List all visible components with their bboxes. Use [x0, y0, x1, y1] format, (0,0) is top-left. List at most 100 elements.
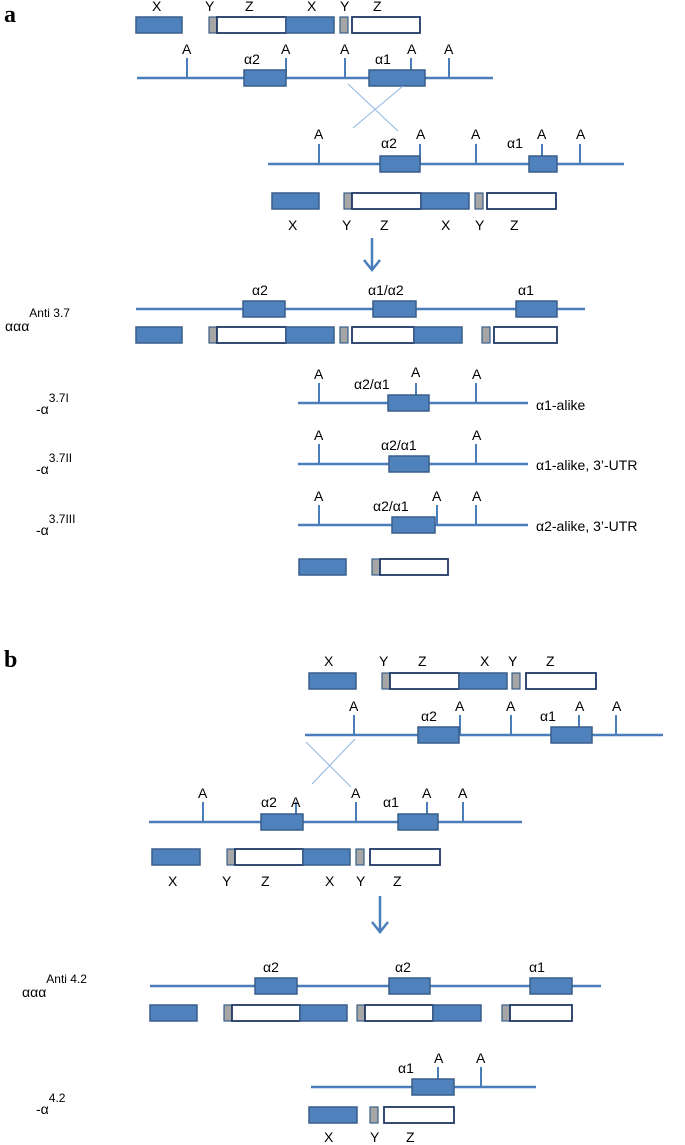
site-a-label: A — [472, 427, 482, 443]
label-x: X — [325, 873, 335, 889]
site-a-label: A — [340, 41, 350, 57]
site-a-label: A — [314, 366, 324, 382]
gene-alpha2-alpha1-label: α2/α1 — [381, 437, 417, 453]
gene-alpha1 — [397, 813, 439, 831]
gene-alpha1 — [515, 300, 558, 318]
panel-b-chromosome-2: A A A A A α2 α1 — [149, 785, 522, 831]
site-a-label: A — [575, 698, 585, 714]
gene-alpha1 — [550, 726, 593, 744]
label-y: Y — [475, 217, 485, 233]
gene-alpha2 — [388, 977, 431, 995]
site-a-label: A — [291, 794, 301, 810]
label-z: Z — [380, 217, 389, 233]
gene-alpha1 — [528, 155, 558, 173]
allele-del-3-7-ii-description: α1-alike, 3’-UTR — [536, 457, 637, 473]
segment-y-box — [339, 326, 349, 344]
gene-alpha2-alpha1-hybrid — [391, 516, 436, 534]
segment-z-box — [364, 1004, 434, 1022]
segment-y-box — [501, 1004, 511, 1022]
segment-y-box — [223, 1004, 233, 1022]
segment-z-box — [351, 192, 422, 210]
label-z: Z — [261, 873, 270, 889]
gene-alpha2 — [242, 300, 286, 318]
label-x: X — [152, 0, 162, 14]
label-x: X — [324, 653, 334, 669]
panel-a-bottom-segments — [298, 558, 449, 576]
gene-alpha2 — [243, 69, 287, 87]
label-y: Y — [356, 873, 366, 889]
label-y: Y — [222, 873, 232, 889]
gene-alpha2-alpha1-label: α2/α1 — [373, 498, 409, 514]
label-z: Z — [546, 653, 555, 669]
label-y: Y — [379, 653, 389, 669]
panel-a-top-segments: X Y Z X Y Z — [135, 0, 421, 34]
segment-x-box — [432, 1004, 482, 1022]
panel-b-chromosome-1: A A A A A α2 α1 — [305, 698, 663, 744]
label-x: X — [168, 873, 178, 889]
label-y: Y — [342, 217, 352, 233]
segment-x-box — [420, 192, 470, 210]
site-a-label: A — [411, 364, 421, 380]
gene-alpha2-label: α2 — [395, 959, 411, 975]
gene-alpha1-label: α1 — [540, 708, 556, 724]
site-a-label: A — [576, 126, 586, 142]
site-a-label: A — [349, 698, 359, 714]
site-a-label: A — [351, 785, 361, 801]
gene-alpha2 — [417, 726, 460, 744]
segment-z-box — [231, 1004, 301, 1022]
segment-y-box — [371, 558, 381, 576]
gene-alpha2-label: α2 — [252, 282, 268, 298]
site-a-label: A — [458, 785, 468, 801]
site-a-label: A — [472, 488, 482, 504]
panel-a-middle-segments: X Y Z X Y Z — [271, 192, 557, 233]
gene-alpha1-alpha2-hybrid — [372, 300, 417, 318]
gene-alpha1-label: α1 — [383, 794, 399, 810]
segment-x-box — [458, 672, 508, 690]
segment-z-box — [486, 192, 557, 210]
allele-del-4-2-label: -α4.2 — [36, 1091, 66, 1117]
segment-x-box — [151, 848, 201, 866]
label-y: Y — [205, 0, 215, 14]
segment-y-box — [369, 1106, 379, 1124]
label-x: X — [441, 217, 451, 233]
panel-b-label: b — [4, 647, 17, 673]
panel-a-label: a — [4, 2, 16, 28]
segment-y-box — [208, 16, 218, 34]
site-a-label: A — [506, 698, 516, 714]
allele-anti-3-7-label: αααAnti 3.7 — [5, 306, 70, 334]
label-x: X — [324, 1129, 334, 1145]
segment-x-box — [285, 16, 335, 34]
segment-y-box — [481, 326, 491, 344]
gene-alpha1-label: α1 — [518, 282, 534, 298]
segment-x-box — [302, 848, 351, 866]
segment-y-box — [339, 16, 349, 34]
gene-alpha2-label: α2 — [421, 708, 437, 724]
crossover-line — [305, 741, 352, 788]
segment-z-box — [234, 848, 304, 866]
panel-b-top-segments: X Y Z X Y Z — [308, 653, 597, 690]
segment-x-box — [308, 1106, 358, 1124]
site-a-label: A — [455, 698, 465, 714]
site-a-label: A — [422, 785, 432, 801]
gene-alpha2-label: α2 — [261, 794, 277, 810]
label-z: Z — [510, 217, 519, 233]
gene-alpha1-label: α1 — [507, 135, 523, 151]
segment-y-box — [511, 672, 521, 690]
segment-y-box — [356, 1004, 366, 1022]
site-a-label: A — [416, 126, 426, 142]
segment-y-box — [355, 848, 365, 866]
segment-z-box — [216, 326, 287, 344]
label-y: Y — [370, 1129, 380, 1145]
segment-x-box — [413, 326, 463, 344]
gene-alpha2-label: α2 — [244, 51, 260, 67]
segment-z-box — [525, 672, 597, 690]
site-a-label: A — [444, 41, 454, 57]
gene-alpha1 — [368, 69, 426, 87]
site-a-label: A — [472, 366, 482, 382]
label-z: Z — [393, 873, 402, 889]
segment-x-box — [298, 558, 347, 576]
gene-alpha1 — [411, 1078, 455, 1096]
segment-x-box — [135, 326, 183, 344]
label-x: X — [480, 653, 490, 669]
